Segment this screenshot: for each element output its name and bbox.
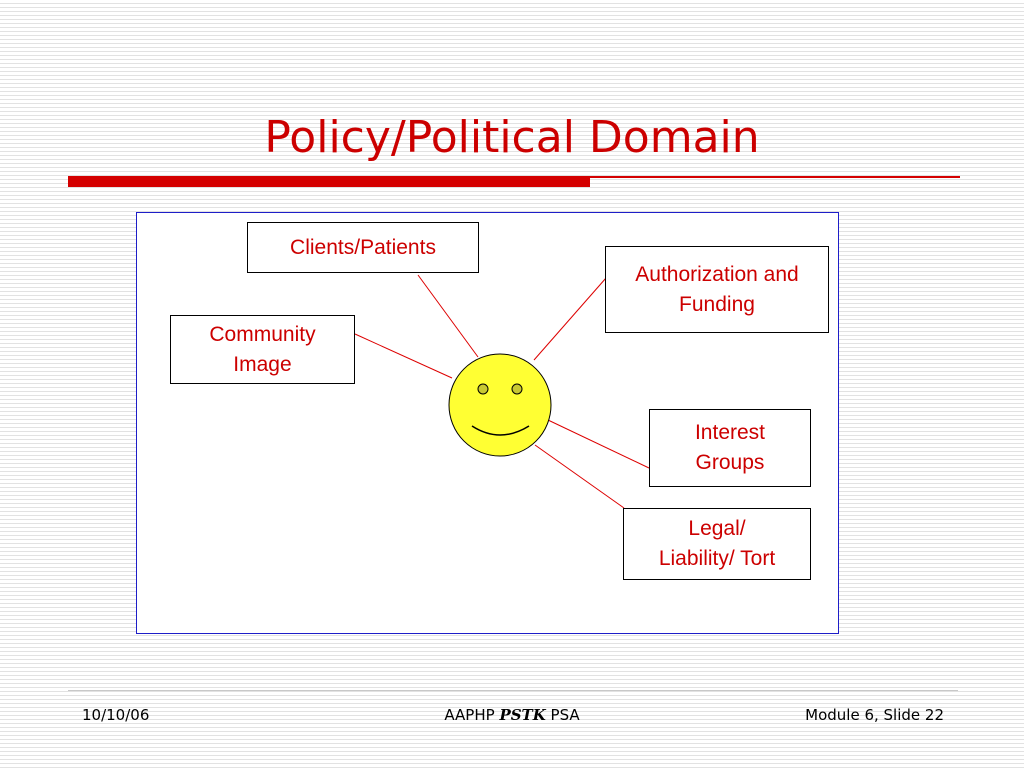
node-legal-liability-tort: Legal/ Liability/ Tort — [623, 508, 811, 580]
node-authorization-funding: Authorization and Funding — [605, 246, 829, 333]
node-community-image: Community Image — [170, 315, 355, 384]
smiley-mouth — [471, 425, 530, 436]
title-underline-thick — [68, 176, 590, 187]
footer-center-text: AAPHP PSTK PSA — [0, 704, 1024, 726]
node-clients-patients: Clients/Patients — [247, 222, 479, 273]
footer-center-prefix: AAPHP — [444, 706, 495, 724]
connector-community — [354, 333, 453, 379]
footer-slide-number: Module 6, Slide 22 — [805, 706, 944, 724]
connector-interest — [547, 419, 650, 469]
footer-date: 10/10/06 — [82, 706, 150, 724]
node-interest-groups: Interest Groups — [649, 409, 811, 487]
footer-divider — [68, 690, 958, 691]
connector-legal — [534, 444, 625, 509]
connector-clients — [417, 274, 479, 358]
slide-title: Policy/Political Domain — [264, 112, 760, 163]
smiley-face-icon — [448, 353, 552, 457]
title-underline-thin — [590, 176, 960, 178]
footer-center-bold: PSTK — [499, 706, 546, 724]
smiley-left-eye — [477, 383, 489, 395]
connector-authorization — [533, 277, 607, 361]
smiley-face — [448, 353, 552, 457]
smiley-right-eye — [511, 383, 523, 395]
footer-center-suffix: PSA — [550, 706, 580, 724]
